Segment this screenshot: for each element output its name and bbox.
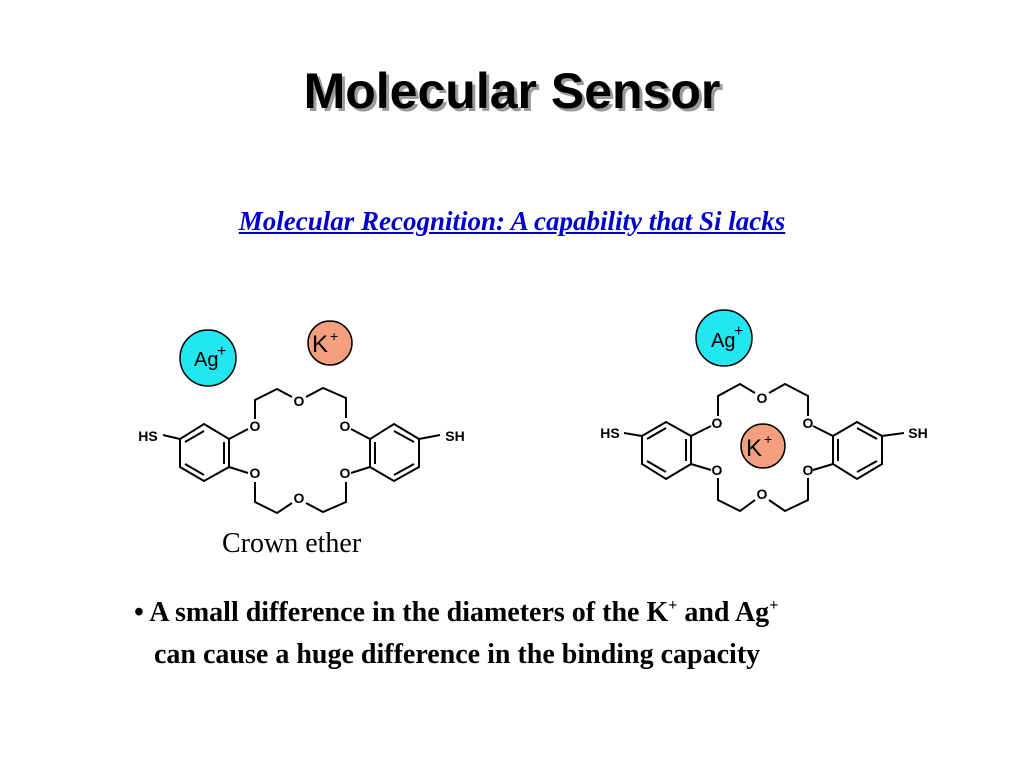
ag-ion-circle-free: [179, 329, 237, 387]
slide-subtitle-link[interactable]: Molecular Recognition: A capability that…: [238, 206, 786, 236]
left-hs-label: HS: [138, 428, 157, 444]
left-oxygen-lower-right: O: [340, 465, 351, 481]
left-oxygen-upper-right: O: [340, 418, 351, 434]
ag-charge-superscript: +: [769, 597, 779, 614]
right-oxygen-upper-right: O: [803, 415, 814, 431]
bullet-point: • A small difference in the diameters of…: [134, 592, 964, 676]
right-sh-label: SH: [908, 425, 927, 441]
bullet-text-part2: and Ag: [677, 597, 770, 628]
bullet-marker: •: [134, 597, 144, 628]
k-charge-superscript: +: [668, 597, 678, 614]
left-molecule-left-benzene: [179, 422, 230, 483]
bullet-text-part1: A small difference in the diameters of t…: [149, 597, 669, 628]
left-sh-label: SH: [445, 428, 464, 444]
right-hs-label: HS: [600, 425, 619, 441]
right-molecule-right-benzene: [832, 420, 883, 481]
ag-ion-label-free: Ag: [194, 349, 218, 371]
k-ion-circle-bound: [740, 423, 786, 469]
slide-title: Molecular Sensor: [303, 63, 721, 119]
ag-ion-label-top: Ag: [711, 330, 735, 352]
bullet-text-line2: can cause a huge difference in the bindi…: [154, 639, 761, 670]
k-ion-label-free: K: [312, 331, 328, 358]
k-ion-circle-free: [307, 320, 353, 366]
left-oxygen-upper-left: O: [250, 418, 261, 434]
left-molecule-right-benzene: [369, 422, 420, 483]
k-ion-charge-bound: +: [764, 431, 772, 447]
k-ion-label-bound: K: [746, 435, 762, 462]
left-oxygen-bottom: O: [294, 490, 305, 506]
k-ion-charge-free: +: [330, 328, 338, 344]
ag-ion-circle-top: [695, 309, 753, 367]
ag-ion-charge-top: +: [734, 323, 743, 340]
left-oxygen-top: O: [294, 393, 305, 409]
right-molecule-left-benzene: [641, 420, 692, 481]
left-oxygen-lower-left: O: [250, 465, 261, 481]
right-oxygen-top: O: [757, 390, 768, 406]
ag-ion-charge-free: +: [217, 343, 226, 360]
right-oxygen-upper-left: O: [712, 415, 723, 431]
right-oxygen-lower-right: O: [803, 462, 814, 478]
right-oxygen-lower-left: O: [712, 462, 723, 478]
right-oxygen-bottom: O: [757, 486, 768, 502]
crown-ether-caption: Crown ether: [222, 528, 362, 559]
